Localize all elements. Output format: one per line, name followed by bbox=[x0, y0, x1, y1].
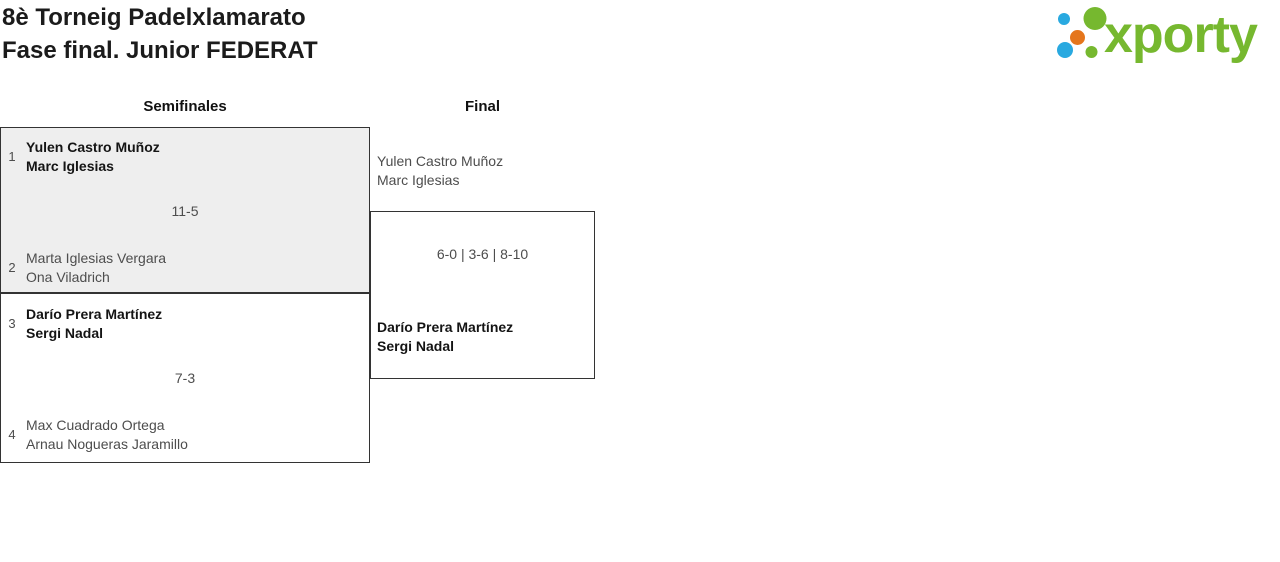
player-name: Marc Iglesias bbox=[26, 158, 114, 174]
team-players: Yulen Castro Muñoz Marc Iglesias bbox=[26, 138, 160, 176]
team-seed: 4 bbox=[8, 427, 16, 442]
xporty-logo-text: xporty bbox=[1104, 6, 1258, 64]
team-players: Yulen Castro Muñoz Marc Iglesias bbox=[377, 152, 503, 190]
match-score: 11-5 bbox=[171, 203, 199, 219]
team-players: Darío Prera Martínez Sergi Nadal bbox=[26, 305, 162, 343]
player-name: Darío Prera Martínez bbox=[26, 306, 163, 322]
match-score: 6-0 | 3-6 | 8-10 bbox=[436, 246, 529, 262]
team-players: Marta Iglesias Vergara Ona Viladrich bbox=[26, 249, 166, 287]
player-name: Max Cuadrado Ortega bbox=[26, 417, 165, 433]
xporty-logo-dots-icon bbox=[1057, 7, 1107, 58]
round-label-final: Final bbox=[464, 98, 500, 115]
team-seed: 3 bbox=[8, 316, 16, 331]
player-name: Yulen Castro Muñoz bbox=[26, 139, 160, 155]
semifinal-2-match-box bbox=[0, 293, 370, 463]
tournament-title-line2: Fase final. Junior FEDERAT bbox=[2, 37, 318, 64]
match-score: 7-3 bbox=[174, 370, 196, 386]
semifinal-1-match-box bbox=[0, 127, 370, 293]
player-name: Sergi Nadal bbox=[26, 325, 104, 341]
player-name: Marc Iglesias bbox=[377, 172, 460, 188]
player-name: Ona Viladrich bbox=[26, 269, 110, 285]
team-seed: 1 bbox=[8, 149, 16, 164]
player-name: Yulen Castro Muñoz bbox=[377, 153, 504, 169]
tournament-title-line1: 8è Torneig Padelxlamarato bbox=[2, 4, 306, 31]
player-name: Sergi Nadal bbox=[377, 338, 455, 354]
player-name: Marta Iglesias Vergara bbox=[26, 250, 167, 266]
player-name: Darío Prera Martínez bbox=[377, 319, 514, 335]
tournament-title: 8è Torneig Padelxlamarato Fase final. Ju… bbox=[2, 1, 318, 67]
player-name: Arnau Nogueras Jaramillo bbox=[26, 436, 188, 452]
xporty-logo[interactable]: xporty bbox=[1048, 0, 1280, 72]
final-match-box bbox=[370, 211, 595, 379]
team-players: Max Cuadrado Ortega Arnau Nogueras Jaram… bbox=[26, 416, 188, 454]
round-label-semifinals: Semifinales bbox=[143, 98, 227, 115]
team-seed: 2 bbox=[8, 260, 16, 275]
team-players: Darío Prera Martínez Sergi Nadal bbox=[377, 318, 513, 356]
